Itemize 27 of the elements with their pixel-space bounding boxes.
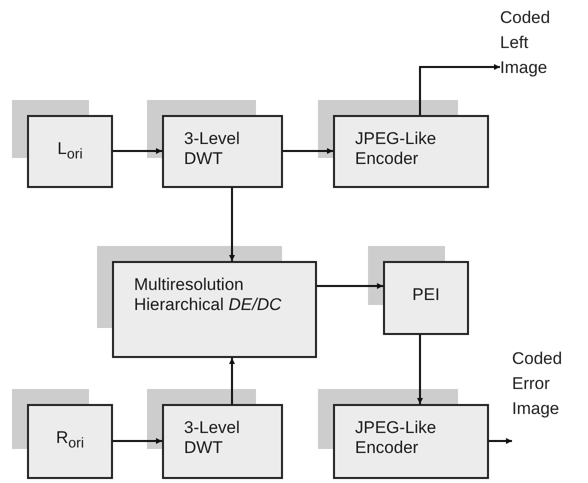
arrow <box>317 283 383 289</box>
arrow <box>283 148 333 154</box>
box-label: 3-Level DWT <box>184 418 241 458</box>
box-label: JPEG-Like Encoder <box>355 418 438 458</box>
arrow <box>229 358 235 404</box>
box-label: 3-Level DWT <box>184 129 241 169</box>
process-box <box>162 115 283 188</box>
process-box <box>383 261 469 335</box>
output-label-text: Coded Left Image <box>500 7 552 79</box>
box-label: JPEG-Like Encoder <box>355 129 438 169</box>
arrow <box>489 438 512 444</box>
process-box <box>333 404 489 479</box>
arrow <box>419 64 500 115</box>
process-box <box>112 261 317 358</box>
output-label-text: Coded Error Image <box>512 348 564 420</box>
box-label: L$_{ori}$ <box>56 139 84 164</box>
process-box <box>333 115 489 188</box>
box-label: PEI <box>411 285 441 305</box>
process-box <box>162 404 283 479</box>
arrow <box>113 148 162 154</box>
arrow <box>229 188 235 261</box>
arrow <box>417 335 423 404</box>
box-label: R$_{ori}$ <box>54 428 85 454</box>
process-box <box>27 404 113 479</box>
process-box <box>27 115 113 188</box>
box-label: Multiresolution Hierarchical DE/DC <box>134 275 282 315</box>
arrow <box>113 438 162 444</box>
